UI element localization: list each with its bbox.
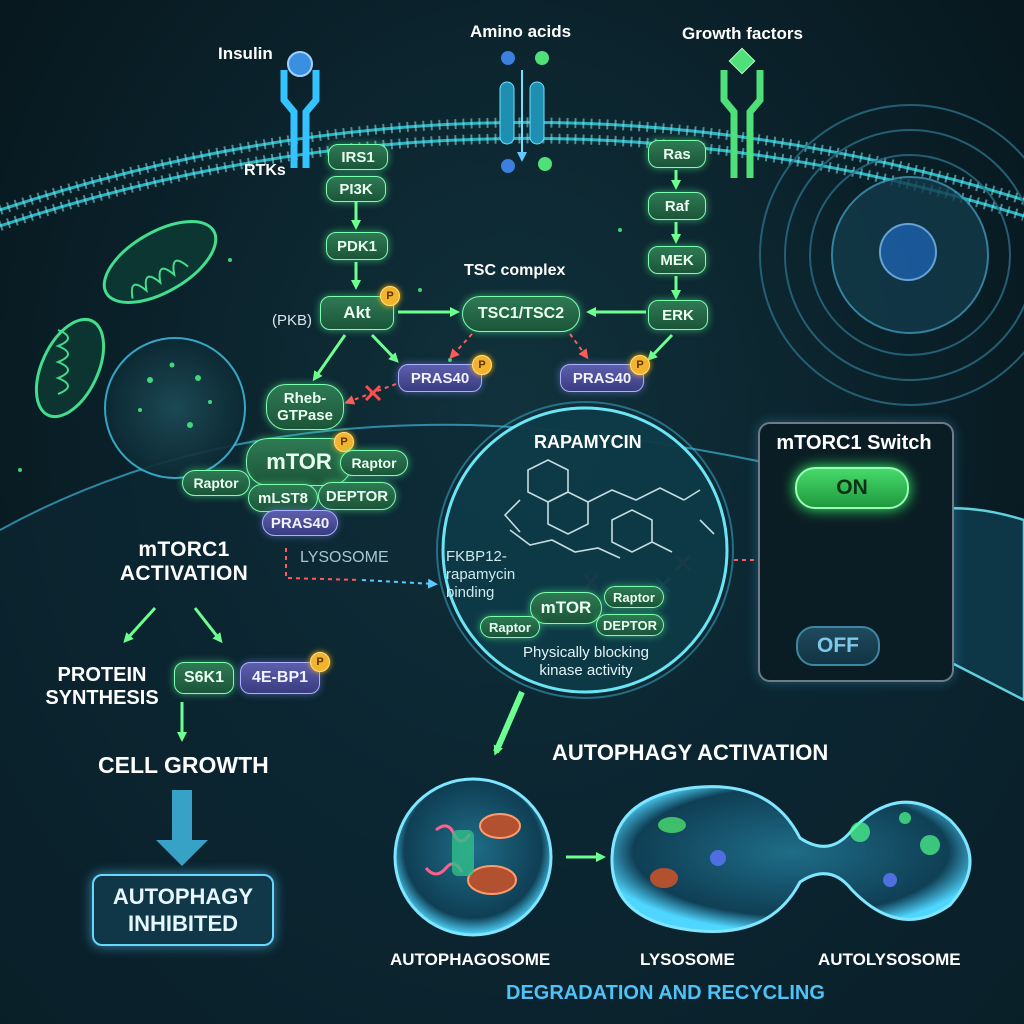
autophagy-inhibited-line1: AUTOPHAGY bbox=[112, 884, 254, 909]
tsc-complex-node: TSC1/TSC2 bbox=[462, 296, 580, 332]
ras-node: Ras bbox=[648, 140, 706, 168]
rtks-label: RTKs bbox=[244, 162, 286, 179]
autophagosome-label: AUTOPHAGOSOME bbox=[390, 950, 551, 969]
autophagosome-icon bbox=[393, 777, 553, 937]
blocking-note-line1: Physically blocking bbox=[523, 644, 649, 661]
lysosome-fusion-icon bbox=[610, 785, 972, 933]
4e-bp1-phospho-badge: P bbox=[310, 652, 330, 672]
blocking-note-line2: kinase activity bbox=[539, 662, 633, 679]
fkbp12-line1: FKBP12- bbox=[446, 548, 507, 565]
protein-synthesis-label: PROTEIN SYNTHESIS bbox=[38, 664, 166, 710]
mtorc1-activation-line2: ACTIVATION bbox=[119, 562, 249, 585]
insulin-receptor-icon bbox=[280, 51, 320, 168]
rapamycin-title: RAPAMYCIN bbox=[534, 432, 642, 452]
mtorc1-activation-title: mTORC1 ACTIVATION bbox=[114, 538, 254, 586]
pras40-left-node: PRAS40 bbox=[398, 364, 482, 392]
rapamycin-mtor-node: mTOR bbox=[530, 592, 602, 624]
raf-node: Raf bbox=[648, 192, 706, 220]
pdk1-node: PDK1 bbox=[326, 232, 388, 260]
switch-on-button[interactable]: ON bbox=[795, 467, 909, 509]
mlst8-node: mLST8 bbox=[248, 484, 318, 512]
tsc2-label: TSC2 bbox=[523, 305, 565, 322]
mitochondrion-icon bbox=[34, 220, 218, 419]
amino-acids-label: Amino acids bbox=[470, 22, 572, 41]
mtor-phospho-badge: P bbox=[334, 432, 354, 452]
rapamycin-molecule-icon bbox=[503, 459, 715, 559]
tsc-complex-label: TSC complex bbox=[464, 262, 566, 279]
fkbp12-line2: rapamycin bbox=[446, 566, 516, 583]
pkb-label: (PKB) bbox=[272, 312, 313, 329]
fkbp12-line3: binding bbox=[446, 584, 495, 601]
tsc1-label: TSC1/ bbox=[477, 305, 524, 322]
protein-synthesis-line1: PROTEIN bbox=[57, 664, 147, 686]
rapamycin-deptor-node: DEPTOR bbox=[596, 614, 664, 636]
growth-factor-receptor-icon bbox=[720, 47, 764, 178]
autophagy-inhibited-box: AUTOPHAGY INHIBITED bbox=[92, 874, 274, 946]
irs1-node: IRS1 bbox=[328, 144, 388, 170]
akt-phospho-badge: P bbox=[380, 286, 400, 306]
pras40-left-phospho-badge: P bbox=[472, 355, 492, 375]
lysosome-label: LYSOSOME bbox=[300, 549, 389, 566]
protein-synthesis-line2: SYNTHESIS bbox=[45, 687, 159, 709]
amino-acid-channel-icon bbox=[499, 51, 552, 173]
lysosome-stage-label: LYSOSOME bbox=[640, 950, 735, 969]
autophagy-activation-title: AUTOPHAGY ACTIVATION bbox=[552, 740, 829, 765]
s6k1-node: S6K1 bbox=[174, 662, 234, 694]
mtorc1-pras40-node: PRAS40 bbox=[262, 510, 338, 536]
nucleus-icon bbox=[759, 104, 1024, 406]
lysosome-vesicle bbox=[104, 337, 246, 479]
raptor-left-node: Raptor bbox=[182, 470, 250, 496]
mtorc1-activation-line1: mTORC1 bbox=[138, 538, 230, 561]
switch-off-button[interactable]: OFF bbox=[796, 626, 880, 666]
rapamycin-raptor-top-node: Raptor bbox=[604, 586, 664, 608]
pi3k-node: PI3K bbox=[326, 176, 386, 202]
insulin-label: Insulin bbox=[218, 44, 273, 63]
rheb-gtpase-node: Rheb- GTPase bbox=[266, 384, 344, 430]
autophagy-inhibited-line2: INHIBITED bbox=[128, 911, 238, 936]
growth-factors-label: Growth factors bbox=[682, 24, 803, 43]
switch-title: mTORC1 Switch bbox=[776, 432, 932, 454]
degradation-recycling-label: DEGRADATION AND RECYCLING bbox=[506, 982, 825, 1004]
rapamycin-raptor-left-node: Raptor bbox=[480, 616, 540, 638]
deptor-node: DEPTOR bbox=[318, 482, 396, 510]
raptor-right-node: Raptor bbox=[340, 450, 408, 476]
autolysosome-label: AUTOLYSOSOME bbox=[818, 950, 961, 969]
pras40-right-phospho-badge: P bbox=[630, 355, 650, 375]
blocking-note: Physically blocking kinase activity bbox=[508, 644, 664, 680]
mek-node: MEK bbox=[648, 246, 706, 274]
erk-node: ERK bbox=[648, 300, 708, 330]
cell-growth-label: CELL GROWTH bbox=[98, 752, 269, 778]
fkbp12-label: FKBP12- rapamycin binding bbox=[446, 548, 515, 602]
4e-bp1-node: 4E-BP1 bbox=[240, 662, 320, 694]
